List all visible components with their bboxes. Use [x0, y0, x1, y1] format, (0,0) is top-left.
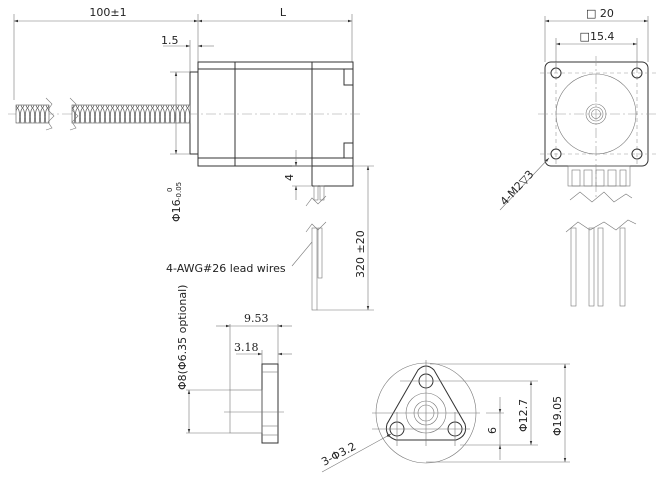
hole-circle-label: Φ12.7: [517, 399, 530, 432]
front-view: □ 20 □15.4: [498, 7, 656, 307]
mount-hole-label: 4-M2▽3: [498, 168, 537, 208]
lead-wires-side: [305, 185, 327, 311]
boss-tolerance-lower: -0.05: [175, 182, 183, 200]
mount-hole: [550, 148, 562, 160]
flange-thickness-label: 3.18: [234, 341, 259, 354]
connector: [565, 165, 637, 307]
side-view: 100±1 L 1.5: [8, 6, 374, 311]
lead-screw: [15, 97, 191, 131]
motor-length-label: L: [280, 6, 287, 19]
motor-body: [197, 61, 354, 167]
boss-tolerance-upper: 0: [166, 188, 174, 192]
mount-hole: [631, 67, 643, 79]
flange-diameter-label: Φ19.05: [551, 396, 564, 436]
nut-bore-label: Φ8(Φ6.35 optional): [176, 285, 189, 390]
screw-length-label: 100±1: [89, 6, 126, 19]
mount-hole: [550, 67, 562, 79]
boss-diameter-callout: Φ16 0 -0.05: [166, 182, 183, 222]
body-square-label: □ 20: [586, 7, 614, 20]
nut-front-view: 6 Φ12.7 Φ19.05 3-Φ3.2: [319, 360, 570, 473]
connector-offset-label: 4: [283, 174, 296, 181]
nut-side-view: 9.53 3.18 Φ8(Φ6.35 optional): [176, 285, 292, 444]
hole-offset-label: 6: [486, 427, 499, 434]
hole-square-label: □15.4: [580, 30, 615, 43]
boss-height-label: 1.5: [161, 34, 179, 47]
boss-diameter-label: Φ16: [170, 199, 183, 222]
nut-length-label: 9.53: [244, 312, 269, 325]
motor-boss: [189, 71, 199, 155]
wire-label: 4-AWG#26 lead wires: [166, 262, 286, 275]
nut-hole-callout: 3-Φ3.2: [319, 440, 358, 469]
mount-hole: [631, 148, 643, 160]
wire-length-label: 320 ±20: [354, 230, 367, 278]
